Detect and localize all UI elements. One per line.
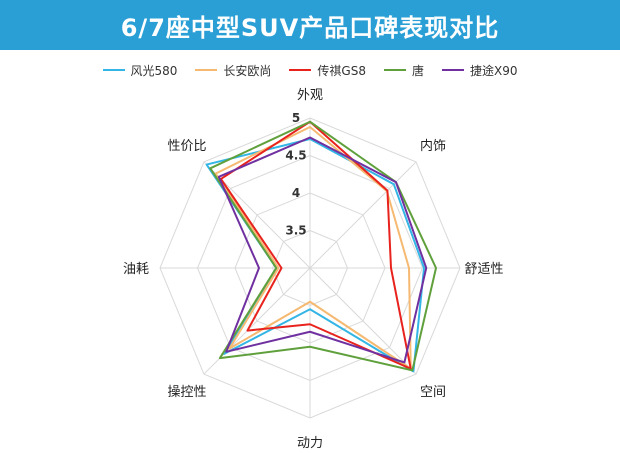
legend-label-4: 捷途X90 (470, 63, 518, 78)
legend-item-3: 唐 (383, 62, 424, 79)
axis-label-0: 外观 (297, 88, 323, 103)
chart-title: 6/7座中型SUV产品口碑表现对比 (120, 13, 500, 42)
grid-spoke-1 (309, 161, 417, 269)
legend-swatch-3 (383, 69, 406, 71)
legend-label-2: 传祺GS8 (317, 63, 366, 78)
legend-swatch-4 (442, 69, 464, 71)
axis-label-7: 性价比 (167, 139, 206, 154)
legend-item-1: 长安欧尚 (195, 62, 271, 79)
axis-label-1: 内饰 (420, 138, 446, 154)
legend-item-4: 捷途X90 (442, 62, 518, 79)
tick-label-2: 4.5 (285, 149, 306, 163)
legend-label-1: 长安欧尚 (223, 63, 272, 78)
legend-label-3: 唐 (411, 63, 424, 78)
legend-swatch-2 (289, 69, 312, 71)
legend-item-0: 风光580 (102, 62, 178, 79)
tick-label-1: 4 (292, 186, 300, 200)
axis-label-3: 空间 (420, 385, 446, 400)
axis-label-5: 操控性 (167, 384, 206, 400)
legend-label-0: 风光580 (130, 63, 178, 78)
axis-label-6: 油耗 (123, 262, 149, 277)
grid-spoke-3 (309, 267, 417, 375)
legend-swatch-1 (195, 69, 218, 71)
tick-label-0: 3.5 (285, 224, 306, 238)
axis-label-4: 动力 (297, 436, 323, 451)
tick-label-3: 5 (292, 111, 300, 125)
legend-item-2: 传祺GS8 (289, 62, 366, 79)
chart-legend: 风光580 长安欧尚 传祺GS8 唐 捷途X90 (0, 60, 620, 80)
legend-swatch-0 (102, 69, 125, 71)
axis-label-2: 舒适性 (464, 262, 503, 277)
chart-title-bar: 6/7座中型SUV产品口碑表现对比 (0, 0, 620, 50)
